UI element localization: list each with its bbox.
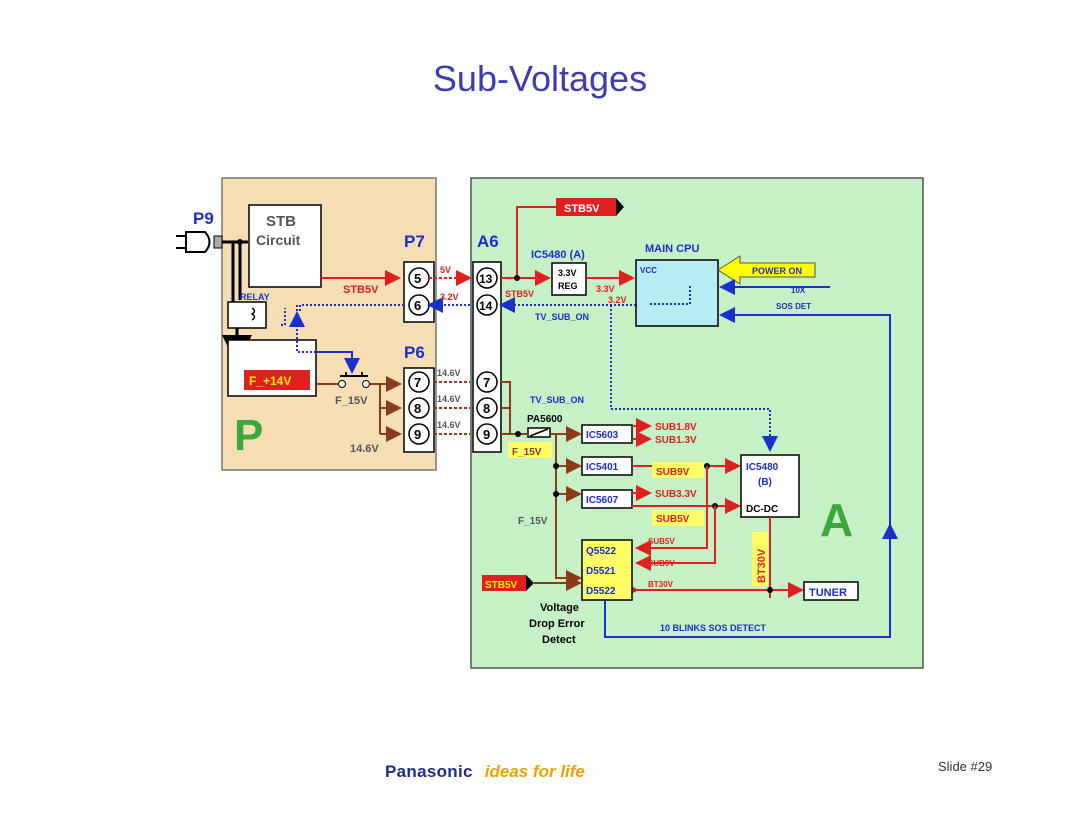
power-plug — [176, 231, 248, 253]
sub13-label: SUB1.3V — [655, 435, 697, 446]
ic5480b-box — [740, 454, 800, 518]
circuit-text-2: Circuit — [256, 232, 301, 248]
v146-label-2: 14.6V — [437, 394, 461, 404]
q5522-label: Q5522 — [586, 546, 616, 557]
reg-out-33-label: 3.3V — [596, 284, 615, 294]
ic5480a-label: IC5480 (A) — [531, 249, 585, 261]
main-cpu-label: MAIN CPU — [645, 243, 699, 255]
vde-line1: Voltage — [540, 602, 579, 614]
a6-pin-14: 14 — [479, 299, 493, 313]
relay-box — [227, 301, 267, 329]
p7-5v-label: 5V — [440, 265, 451, 275]
ic5480b-label-1: IC5480 — [746, 462, 779, 473]
slide-title: Sub-Voltages — [432, 58, 648, 99]
relay-label: RELAY — [240, 292, 270, 302]
tuner-box — [803, 581, 859, 601]
p6-pin-9: 9 — [414, 427, 421, 442]
stb5v-bottom-label: STB5V — [485, 580, 518, 591]
stb5v-top-box — [556, 198, 616, 216]
a6-label: A6 — [477, 232, 499, 251]
a6-connector — [472, 261, 502, 453]
panasonic-logo: Panasonic ideas for life — [385, 762, 585, 782]
stb-text: STB — [266, 213, 296, 230]
sos-det-label: SOS DET — [776, 302, 811, 311]
x10-label: 10X — [791, 286, 806, 295]
pa5600-label: PA5600 — [527, 414, 563, 425]
d5522-label: D5522 — [586, 586, 616, 597]
ic5607-label: IC5607 — [586, 495, 619, 506]
q-sub9v-label: SUB9V — [648, 559, 675, 568]
vcc-label: VCC — [640, 266, 657, 275]
reg-text: REG — [558, 281, 578, 291]
a-stb5v-label: STB5V — [505, 289, 534, 299]
p7-pin-6: 6 — [414, 298, 421, 313]
vde-line2: Drop Error — [529, 618, 585, 630]
q5522-box — [581, 539, 633, 601]
tv-sub-on-label-2: TV_SUB_ON — [530, 395, 584, 405]
ic5401-label: IC5401 — [586, 462, 619, 473]
power-on-arrow — [717, 255, 816, 285]
p-board-label: P — [234, 411, 263, 460]
stb5v-bottom-box — [482, 575, 526, 591]
stb-circuit-box — [248, 204, 322, 288]
v146-label-1: 14.6V — [437, 368, 461, 378]
blinks-label: 10 BLINKS SOS DETECT — [660, 623, 767, 633]
sub33-label: SUB3.3V — [655, 489, 697, 500]
p6-pin-7: 7 — [414, 375, 421, 390]
d5521-label: D5521 — [586, 566, 616, 577]
ic5607-box — [581, 489, 633, 509]
ic5480b-label-2: (B) — [758, 477, 772, 488]
slide-number: Slide #29 — [938, 759, 993, 774]
f15v-badge-label: F_15V — [512, 447, 542, 458]
a6-pin-9: 9 — [483, 427, 490, 442]
sub9v-label: SUB9V — [656, 467, 690, 478]
tuner-label: TUNER — [809, 587, 847, 599]
sub18-label: SUB1.8V — [655, 422, 697, 433]
stb5v-top-label: STB5V — [564, 203, 600, 215]
p6-label: P6 — [404, 343, 425, 362]
main-cpu-box — [635, 259, 719, 327]
p7-label: P7 — [404, 232, 425, 251]
q-bt30v-label: BT30V — [648, 580, 674, 589]
a6-pin-13: 13 — [479, 272, 493, 286]
a6-pin-7: 7 — [483, 375, 490, 390]
f14v-label: F_+14V — [249, 374, 291, 388]
brand-tagline: ideas for life — [484, 762, 585, 781]
v146-label-3: 14.6V — [437, 420, 461, 430]
reg-out-32-label: 3.2V — [608, 295, 627, 305]
p-stb5v-label: STB5V — [343, 284, 379, 296]
dcdc-label: DC-DC — [746, 504, 778, 515]
f15v-label-a: F_15V — [518, 516, 548, 527]
p7-pin-5: 5 — [414, 271, 421, 286]
p-146v-label: 14.6V — [350, 443, 379, 455]
power-on-label: POWER ON — [752, 266, 802, 276]
p-f15v-label: F_15V — [335, 395, 368, 407]
a-board-label: A — [820, 494, 853, 546]
p7-32v-label: 3.2V — [440, 292, 459, 302]
p9-label: P9 — [193, 209, 214, 228]
q-sub5v-label: SUB5V — [648, 537, 675, 546]
a6-pin-8: 8 — [483, 401, 490, 416]
tv-sub-on-label-1: TV_SUB_ON — [535, 312, 589, 322]
vde-line3: Detect — [542, 634, 576, 646]
ic5603-label: IC5603 — [586, 430, 619, 441]
bt30v-vertical-label: BT30V — [756, 548, 768, 583]
reg-3v3-text: 3.3V — [558, 268, 577, 278]
sub5v-label: SUB5V — [656, 514, 690, 525]
brand-name: Panasonic — [385, 762, 473, 781]
ic5603-box — [581, 424, 633, 444]
p6-pin-8: 8 — [414, 401, 421, 416]
